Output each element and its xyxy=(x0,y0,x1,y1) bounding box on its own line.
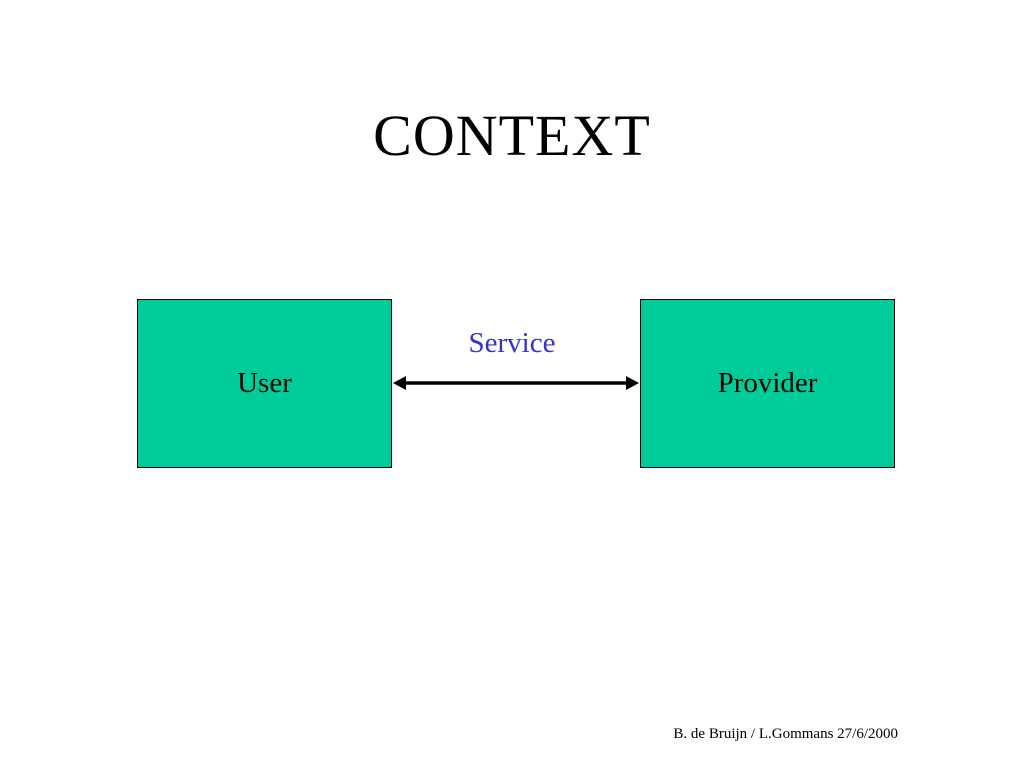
provider-box: Provider xyxy=(640,299,895,468)
user-label: User xyxy=(237,367,292,399)
arrow-head-left xyxy=(393,376,406,390)
slide-title: CONTEXT xyxy=(373,103,651,168)
user-box: User xyxy=(137,299,392,468)
provider-label: Provider xyxy=(717,367,818,399)
slide-footer: B. de Bruijn / L.Gommans 27/6/2000 xyxy=(673,726,898,742)
arrow-head-right xyxy=(626,376,639,390)
service-label: Service xyxy=(468,327,556,359)
bidirectional-arrow xyxy=(393,376,639,390)
